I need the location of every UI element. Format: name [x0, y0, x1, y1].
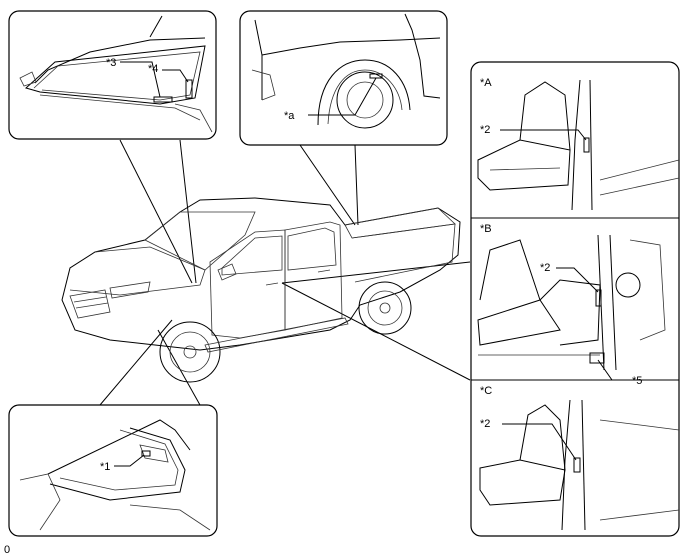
view-c: *C *2	[479, 385, 680, 531]
panel-rear-wheel-arch: *a	[239, 10, 448, 146]
corner-code: 0	[4, 544, 10, 556]
label-3: *3	[106, 57, 116, 69]
view-a-label: *A	[480, 77, 492, 89]
label-2-a: *2	[480, 124, 490, 136]
rear-wheel	[358, 281, 412, 335]
label-a-upper: *a	[284, 110, 295, 122]
label-2-c: *2	[480, 418, 490, 430]
label-4: *4	[148, 63, 158, 75]
label-windshield-pillar	[185, 79, 193, 99]
front-wheel	[159, 321, 221, 383]
label-plate-a	[583, 137, 590, 153]
panel-engine-bay: *1	[8, 404, 218, 537]
vin-plate-engine	[141, 450, 151, 457]
label-plate-b-lower	[589, 352, 605, 364]
label-plate-c	[573, 457, 581, 473]
label-2-b: *2	[540, 262, 550, 274]
label-plate-b	[595, 289, 602, 307]
vin-plate-windshield	[153, 96, 173, 103]
view-c-label: *C	[480, 385, 492, 397]
view-b-label: *B	[480, 223, 492, 235]
panel-windshield: *3 *4	[8, 10, 217, 140]
panel-door-pillars: *A *2 *B *2 *	[470, 61, 680, 537]
truck-illustration	[61, 197, 461, 383]
view-a: *A *2	[477, 77, 680, 211]
label-5: *5	[632, 375, 642, 387]
view-b: *B *2 *5	[477, 223, 666, 387]
label-1: *1	[100, 461, 110, 473]
